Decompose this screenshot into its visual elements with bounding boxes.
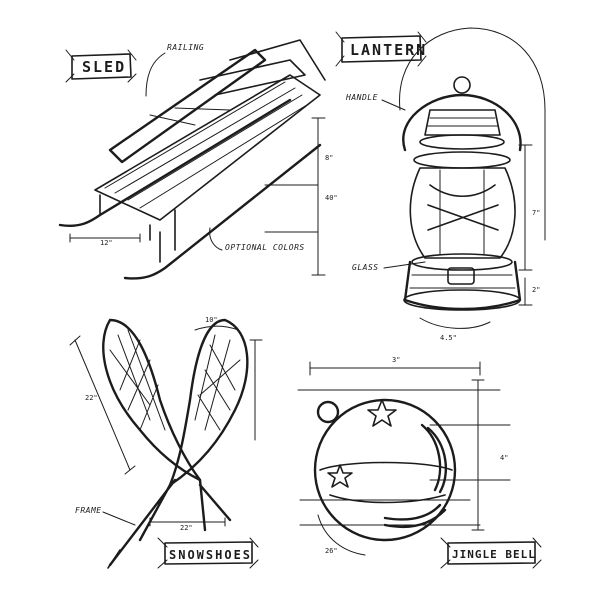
jingle-bell-section: 3" 4" 26" JINGLE BELL (297, 356, 542, 569)
snowshoes-title: SNOWSHOES (169, 548, 252, 562)
jingle-bell-width-dim: 3" (392, 356, 400, 364)
snowshoes-base-dim: 22" (180, 524, 193, 532)
lantern-icon (402, 76, 522, 311)
sled-height-b-dim: 40" (325, 194, 338, 202)
snowshoes-length-dim: 22" (85, 394, 98, 402)
railing-arrow (145, 52, 166, 97)
jingle-bell-height-dim: 4" (500, 454, 508, 462)
lantern-handle-callout: HANDLE (345, 93, 378, 102)
snowshoes-width-dim: 10" (205, 316, 218, 324)
sled-icon (58, 39, 326, 280)
jingle-bell-title-box: JINGLE BELL (440, 537, 542, 569)
sled-length-dim: 12" (100, 239, 113, 247)
snowshoes-title-box: SNOWSHOES (157, 537, 259, 569)
sled-height-a-dim: 8" (325, 154, 333, 162)
lantern-title: LANTERN (350, 41, 427, 59)
lantern-section: LANTERN HANDLE GLASS (335, 27, 546, 342)
sled-optional-colors-callout: OPTIONAL COLORS (225, 243, 305, 252)
jingle-bell-icon (313, 398, 457, 542)
sled-title: SLED (82, 58, 126, 76)
lantern-glass-callout: GLASS (352, 263, 379, 272)
lantern-base-dim: 2" (532, 286, 540, 294)
lantern-title-box: LANTERN (335, 31, 427, 67)
lantern-width-dim: 4.5" (440, 334, 457, 342)
sled-section: SLED RAILING 12" 8" 40" OPTIONAL COLORS (58, 39, 338, 280)
sled-railing-callout: RAILING (167, 43, 204, 52)
lantern-height-dim: 7" (532, 209, 540, 217)
snowshoes-icon (102, 318, 249, 569)
snowshoes-frame-callout: FRAME (75, 506, 102, 515)
jingle-bell-arc-dim: 26" (325, 547, 338, 555)
sled-title-box: SLED (65, 49, 137, 83)
snowshoes-section: 22" 10" 22" FRAME SNOWSHOES (69, 316, 263, 569)
jingle-bell-title: JINGLE BELL (452, 548, 536, 561)
